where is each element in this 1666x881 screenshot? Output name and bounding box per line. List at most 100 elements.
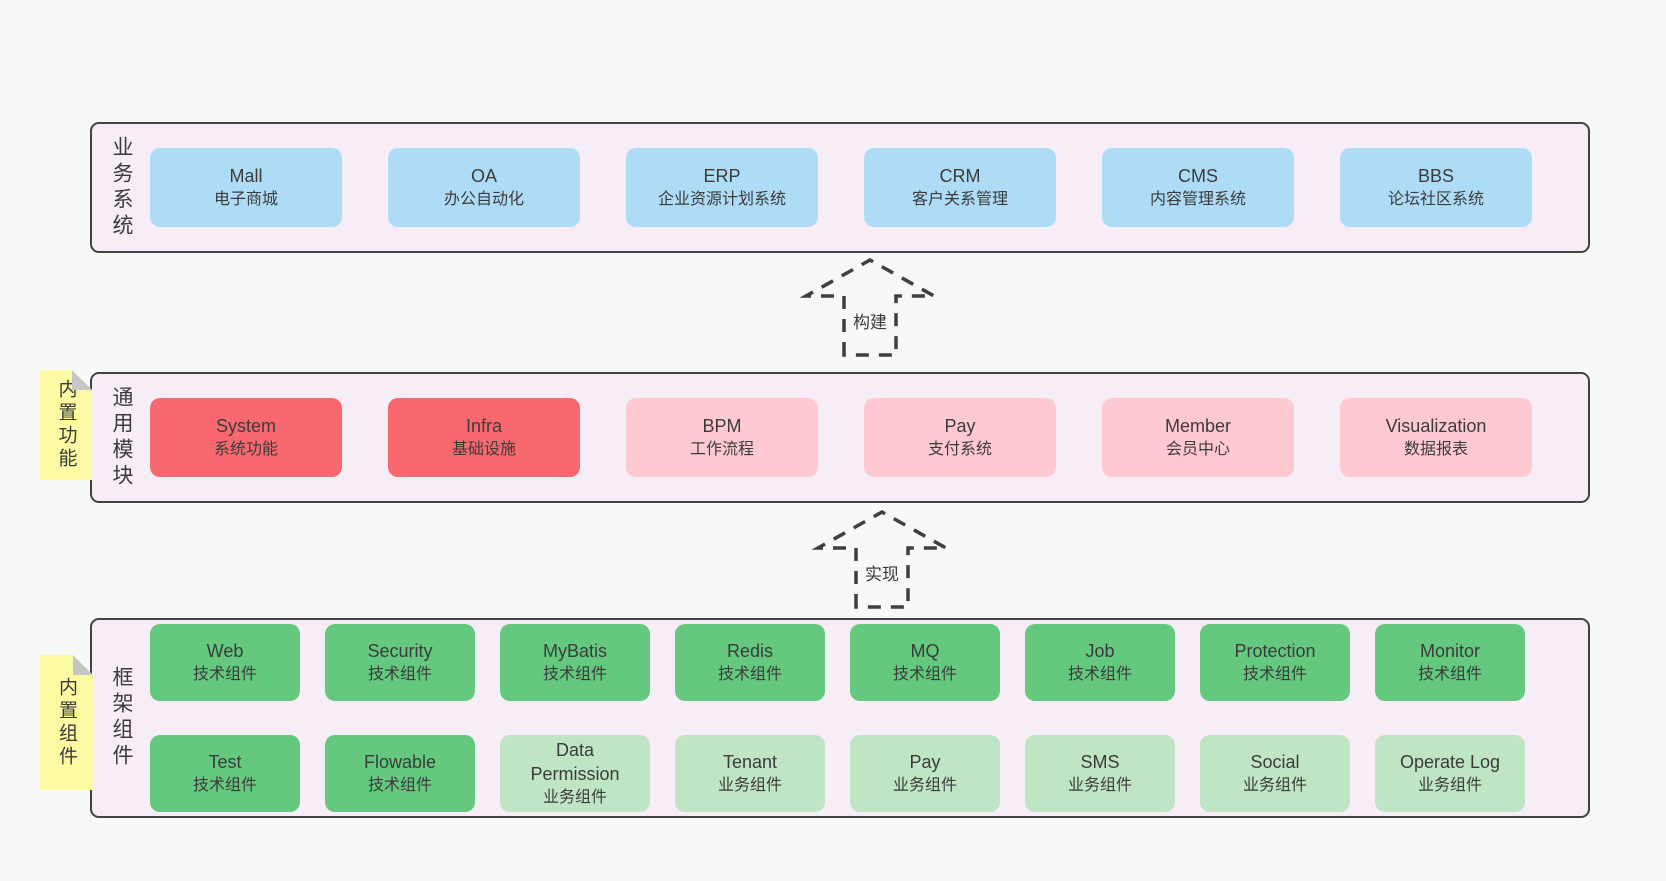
box-subtitle: 技术组件 [192, 665, 257, 683]
box-job: Job 技术组件 [1025, 624, 1175, 701]
box-subtitle: 基础设施 [451, 440, 516, 458]
box-title: Test [208, 751, 242, 772]
box-mall: Mall 电子商城 [150, 148, 342, 227]
box-title: MyBatis [542, 640, 607, 661]
box-subtitle: 业务组件 [1067, 776, 1132, 794]
box-title: Mall [229, 165, 263, 186]
box-subtitle: 业务组件 [542, 788, 607, 806]
box-subtitle: 技术组件 [192, 776, 257, 794]
box-subtitle: 论坛社区系统 [1387, 190, 1484, 208]
sticky-note-label: 内置组件 [56, 676, 77, 769]
box-subtitle: 数据报表 [1403, 440, 1468, 458]
box-mybatis: MyBatis 技术组件 [500, 624, 650, 701]
box-subtitle: 电子商城 [213, 190, 278, 208]
box-oa: OA 办公自动化 [388, 148, 580, 227]
arrow-build-label: 构建 [848, 306, 892, 335]
box-subtitle: 技术组件 [1242, 665, 1307, 683]
box-test: Test 技术组件 [150, 735, 300, 812]
box-mq: MQ 技术组件 [850, 624, 1000, 701]
box-title: Job [1085, 640, 1115, 661]
box-title: ERP [703, 165, 741, 186]
box-title: Pay [944, 415, 976, 436]
box-title: CRM [939, 165, 981, 186]
box-title: Data Permission [530, 739, 620, 784]
framework-box-rows: Web 技术组件 Security 技术组件 MyBatis 技术组件 Redi… [150, 620, 1588, 816]
box-title: Member [1164, 415, 1231, 436]
box-subtitle: 技术组件 [1067, 665, 1132, 683]
box-subtitle: 办公自动化 [443, 190, 524, 208]
section-common-modules: 通用模块 System 系统功能 Infra 基础设施 BPM 工作流程 Pay… [90, 372, 1590, 503]
box-subtitle: 企业资源计划系统 [657, 190, 786, 208]
box-subtitle: 技术组件 [892, 665, 957, 683]
box-title: Web [206, 640, 244, 661]
sticky-note-builtin-features: 内置功能 [40, 370, 92, 480]
box-pay-component: Pay 业务组件 [850, 735, 1000, 812]
section-label-framework: 框架组件 [110, 666, 133, 770]
box-data-permission: Data Permission 业务组件 [500, 735, 650, 812]
arrow-implement-label: 实现 [860, 558, 904, 587]
box-social: Social 业务组件 [1200, 735, 1350, 812]
box-redis: Redis 技术组件 [675, 624, 825, 701]
box-monitor: Monitor 技术组件 [1375, 624, 1525, 701]
box-subtitle: 业务组件 [717, 776, 782, 794]
box-subtitle: 业务组件 [892, 776, 957, 794]
box-title: Redis [726, 640, 774, 661]
framework-box-row-1: Web 技术组件 Security 技术组件 MyBatis 技术组件 Redi… [150, 620, 1538, 705]
section-label-business: 业务系统 [110, 135, 133, 240]
arrow-implement: 实现 [812, 508, 952, 610]
box-subtitle: 支付系统 [927, 440, 992, 458]
box-subtitle: 业务组件 [1417, 776, 1482, 794]
arrow-build: 构建 [800, 256, 940, 358]
box-tenant: Tenant 业务组件 [675, 735, 825, 812]
box-title: SMS [1080, 751, 1120, 772]
box-title: Tenant [722, 751, 778, 772]
box-title: BBS [1417, 165, 1455, 186]
sticky-note-label: 内置功能 [55, 379, 77, 471]
box-protection: Protection 技术组件 [1200, 624, 1350, 701]
box-cms: CMS 内容管理系统 [1102, 148, 1294, 227]
box-security: Security 技术组件 [325, 624, 475, 701]
box-subtitle: 客户关系管理 [911, 190, 1008, 208]
box-title: MQ [910, 640, 940, 661]
box-web: Web 技术组件 [150, 624, 300, 701]
box-bpm: BPM 工作流程 [626, 398, 818, 477]
box-title: BPM [702, 415, 742, 436]
business-box-row: Mall 电子商城 OA 办公自动化 ERP 企业资源计划系统 CRM 客户关系… [150, 124, 1588, 251]
box-title: Operate Log [1399, 751, 1501, 772]
folded-corner-icon [72, 370, 92, 390]
section-framework-components: 框架组件 Web 技术组件 Security 技术组件 MyBatis 技术组件… [90, 618, 1590, 818]
box-pay: Pay 支付系统 [864, 398, 1056, 477]
box-title: OA [470, 165, 497, 186]
box-subtitle: 会员中心 [1165, 440, 1230, 458]
box-crm: CRM 客户关系管理 [864, 148, 1056, 227]
box-title: Monitor [1419, 640, 1481, 661]
modules-box-row: System 系统功能 Infra 基础设施 BPM 工作流程 Pay 支付系统… [150, 374, 1588, 501]
box-title: Social [1250, 751, 1300, 772]
box-subtitle: 技术组件 [367, 776, 432, 794]
box-operate-log: Operate Log 业务组件 [1375, 735, 1525, 812]
box-bbs: BBS 论坛社区系统 [1340, 148, 1532, 227]
box-subtitle: 技术组件 [1417, 665, 1482, 683]
section-business-systems: 业务系统 Mall 电子商城 OA 办公自动化 ERP 企业资源计划系统 CRM… [90, 122, 1590, 253]
box-sms: SMS 业务组件 [1025, 735, 1175, 812]
box-subtitle: 业务组件 [1242, 776, 1307, 794]
box-subtitle: 技术组件 [542, 665, 607, 683]
box-title: Flowable [363, 751, 437, 772]
framework-box-row-2: Test 技术组件 Flowable 技术组件 Data Permission … [150, 731, 1538, 816]
box-title: Security [367, 640, 433, 661]
box-subtitle: 技术组件 [717, 665, 782, 683]
box-title: Protection [1234, 640, 1316, 661]
box-subtitle: 内容管理系统 [1149, 190, 1246, 208]
dashed-up-arrow-icon [800, 257, 940, 357]
box-flowable: Flowable 技术组件 [325, 735, 475, 812]
box-title: System [215, 415, 276, 436]
box-title: Visualization [1385, 415, 1487, 436]
box-subtitle: 技术组件 [367, 665, 432, 683]
sticky-note-builtin-components: 内置组件 [40, 655, 93, 790]
box-member: Member 会员中心 [1102, 398, 1294, 477]
box-system: System 系统功能 [150, 398, 342, 477]
box-visualization: Visualization 数据报表 [1340, 398, 1532, 477]
dashed-up-arrow-icon [812, 509, 952, 609]
box-subtitle: 系统功能 [213, 440, 278, 458]
box-infra: Infra 基础设施 [388, 398, 580, 477]
